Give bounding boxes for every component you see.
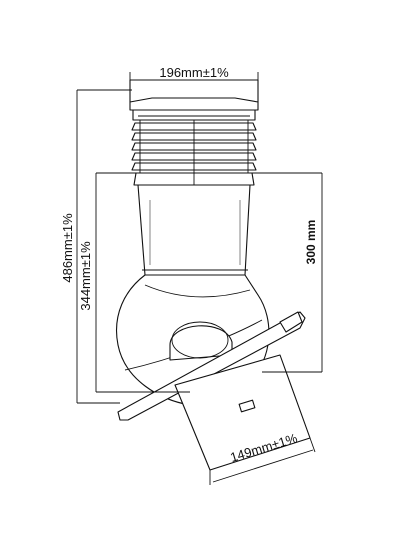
pipe-body bbox=[137, 184, 251, 276]
collar-ring bbox=[169, 321, 233, 361]
dimension-pipe-height: 300 mm bbox=[250, 172, 323, 373]
cap-hood bbox=[129, 79, 259, 111]
dimension-lower-height: 344mm±1% bbox=[78, 172, 190, 393]
dimension-top-width: 196mm±1% bbox=[129, 65, 259, 88]
louver-section bbox=[131, 109, 257, 186]
roof-plate bbox=[117, 311, 306, 421]
pipe-height-label: 300 mm bbox=[304, 220, 318, 265]
total-height-label: 486mm±1% bbox=[60, 213, 75, 283]
lower-height-label: 344mm±1% bbox=[78, 241, 93, 311]
outlet-tube bbox=[174, 354, 316, 485]
dimension-total-height: 486mm±1% bbox=[60, 89, 132, 404]
top-width-label: 196mm±1% bbox=[159, 65, 229, 80]
